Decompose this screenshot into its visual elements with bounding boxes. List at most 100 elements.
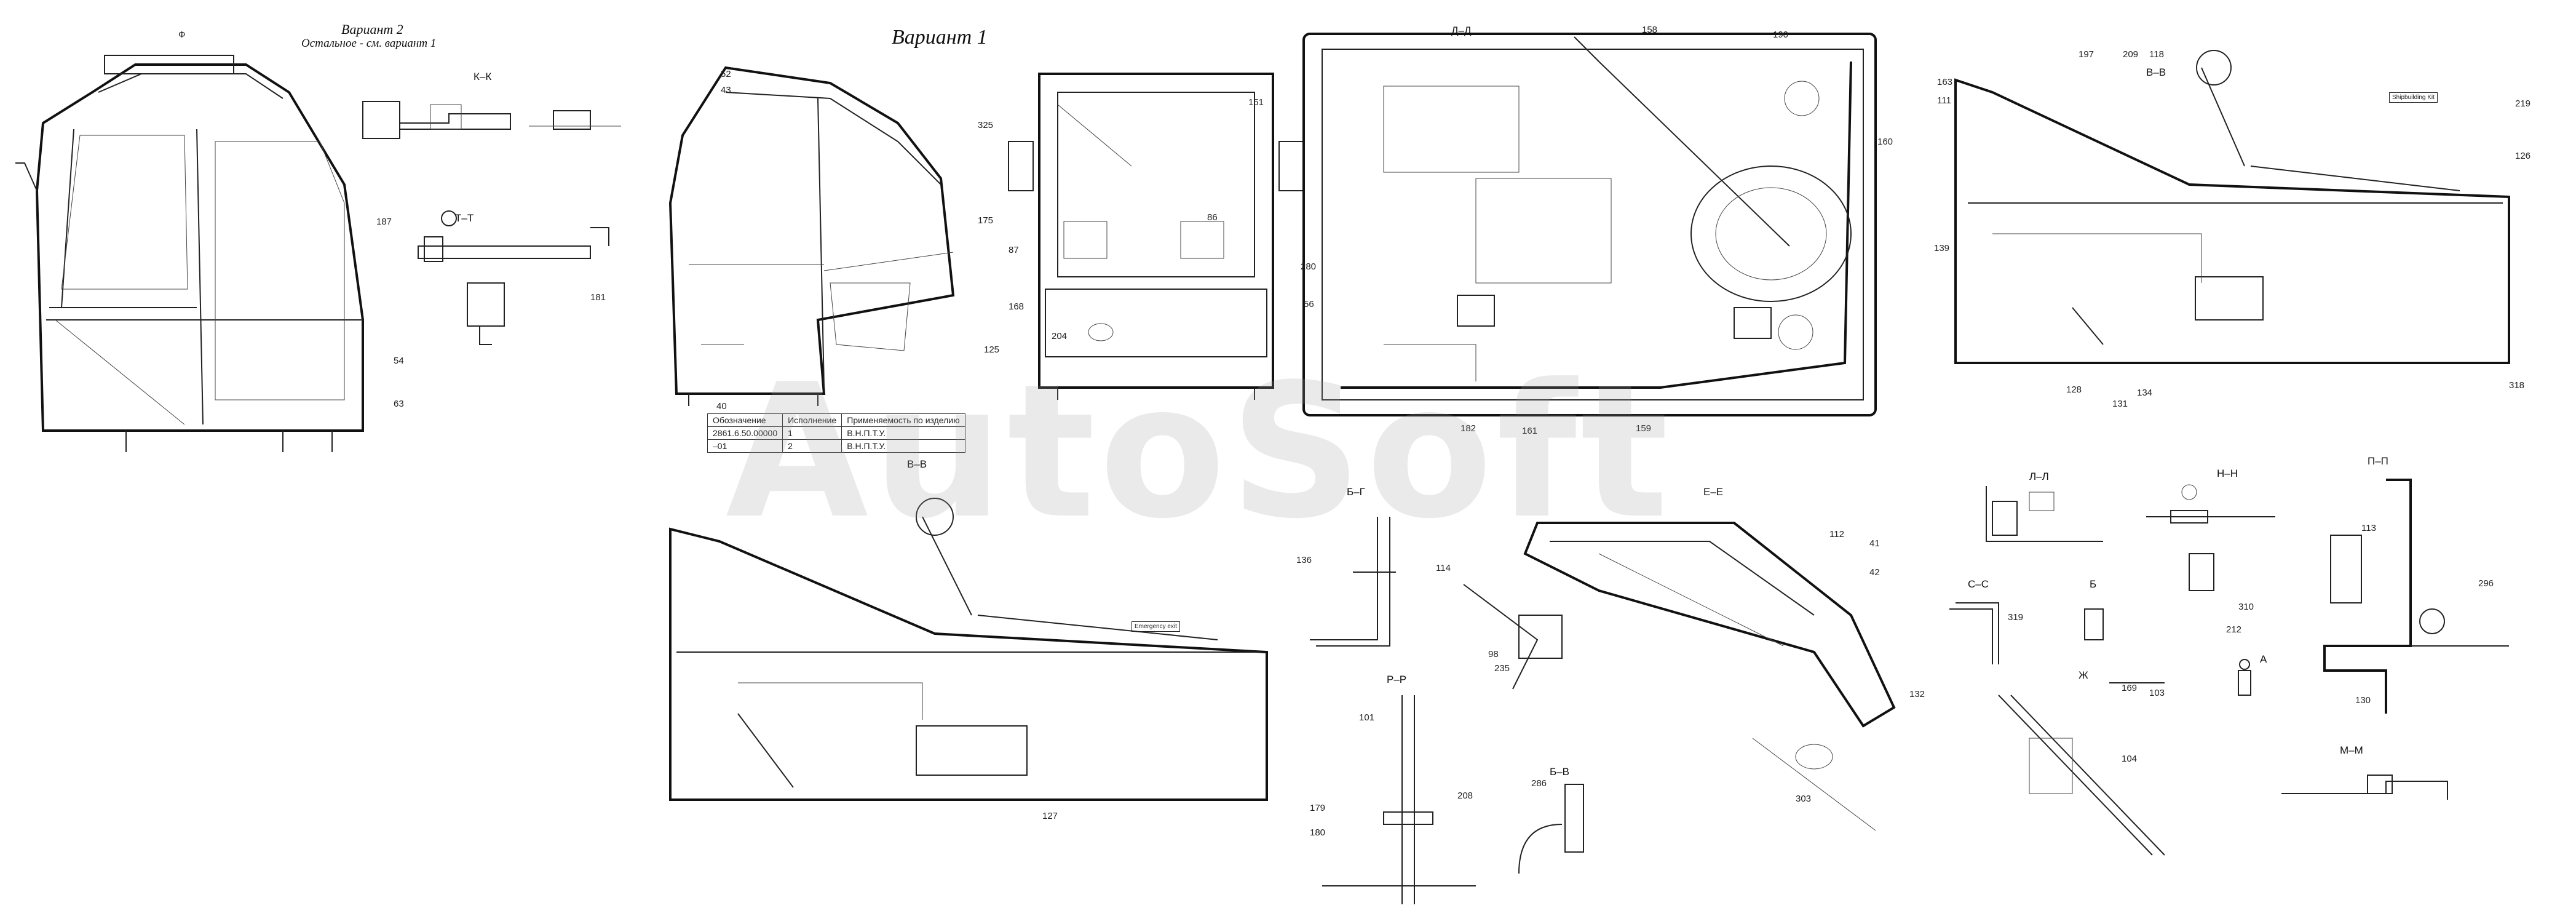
- callout-label: 197: [2079, 49, 2094, 60]
- callout-label: 114: [1436, 563, 1451, 573]
- callout-label: 187: [376, 217, 392, 227]
- section-label-dd: Д–Д: [1451, 25, 1472, 36]
- callout-label: 160: [1877, 137, 1893, 147]
- callout-label: 101: [1359, 712, 1375, 723]
- callout-label: 318: [2509, 380, 2525, 391]
- callout-label: 180: [1310, 827, 1326, 838]
- callout-label: 319: [2008, 612, 2024, 623]
- callout-label: 130: [2355, 695, 2371, 706]
- section-label-ll: Л–Л: [2029, 471, 2049, 482]
- callout-label: 56: [1304, 299, 1314, 309]
- view-b-detail: [2084, 608, 2104, 640]
- callout-label: 161: [1522, 426, 1538, 436]
- callout-label: 209: [2123, 49, 2139, 60]
- view-zh-detail: [1998, 682, 2165, 856]
- callout-label: 125: [984, 344, 1000, 355]
- section-label-ee: Е–Е: [1703, 486, 1724, 498]
- callout-label: 104: [2122, 754, 2138, 764]
- callout-label: 103: [2149, 688, 2165, 698]
- section-gg-detail: [1310, 517, 1396, 647]
- callout-label: 118: [2149, 49, 2164, 60]
- section-rr-detail: [1322, 695, 1476, 904]
- callout-label: 40: [716, 401, 727, 412]
- callout-label: 158: [1642, 25, 1658, 35]
- section-label-ss: С–С: [1968, 578, 1989, 590]
- callout-label: 126: [2515, 151, 2531, 161]
- section-label-bv: Б–В: [1550, 766, 1569, 778]
- section-vv-top-right: [1954, 50, 2510, 364]
- section-tt-detail: [418, 210, 609, 345]
- callout-label: 310: [2238, 602, 2254, 612]
- section-nn-detail: [2146, 484, 2275, 591]
- section-label-vv-top: В–В: [2146, 66, 2166, 78]
- callout-label: 204: [1052, 331, 1068, 341]
- section-ee-detail: [1463, 522, 1896, 831]
- callout-label: 127: [1042, 811, 1058, 821]
- callout-label: 212: [2226, 624, 2242, 635]
- callout-label: 113: [2361, 523, 2376, 533]
- callout-label: 86: [1207, 212, 1218, 223]
- variant2-note: Остальное - см. вариант 1: [301, 37, 437, 50]
- callout-label: 280: [1301, 261, 1317, 272]
- callout-label: 168: [1009, 301, 1024, 312]
- section-label-pp: П–П: [2368, 455, 2388, 467]
- callout-label: 54: [394, 356, 404, 366]
- section-pp-detail: [2323, 479, 2509, 714]
- callout-label: 303: [1796, 794, 1812, 804]
- callout-label: 131: [2112, 399, 2128, 409]
- section-mm-detail: [2281, 775, 2448, 800]
- callout-label: 87: [1009, 245, 1019, 255]
- table-header-cell: Исполнение: [782, 413, 842, 427]
- variant2-title: Вариант 2: [341, 22, 403, 37]
- callout-label: 159: [1636, 423, 1652, 434]
- emergency-plate-label: Emergency exit: [1131, 621, 1180, 632]
- callout-label: 98: [1488, 649, 1499, 659]
- section-kk-detail: [362, 101, 621, 139]
- section-label-a: А: [2260, 653, 2267, 665]
- callout-label: 111: [1937, 95, 1951, 106]
- variant1-title: Вариант 1: [892, 26, 988, 49]
- callout-label: 52: [721, 69, 731, 79]
- section-ll-detail: [1986, 486, 2103, 542]
- applicability-table: Обозначение Исполнение Применяемость по …: [707, 413, 965, 453]
- section-label-nn: Н–Н: [2217, 468, 2238, 479]
- callout-label: Ф: [178, 30, 186, 40]
- callout-label: 132: [1909, 689, 1925, 699]
- section-vv-bottom-left: [669, 498, 1268, 801]
- table-header-cell: Обозначение: [707, 413, 783, 427]
- callout-label: 181: [590, 292, 606, 303]
- callout-label: 325: [978, 120, 994, 130]
- callout-label: 112: [1829, 529, 1844, 540]
- callout-label: 235: [1494, 663, 1510, 674]
- table-row: 2861.6.50.00000 1 В.Н.П.Т.У.: [707, 426, 965, 440]
- table-cell: В.Н.П.Т.У.: [841, 439, 965, 453]
- callout-label: 41: [1869, 538, 1880, 549]
- section-label-gg: Б–Г: [1347, 486, 1365, 498]
- variant2-cab-side-view: [15, 55, 364, 452]
- callout-label: 134: [2137, 388, 2153, 398]
- callout-label: 42: [1869, 567, 1880, 578]
- table-header-row: Обозначение Исполнение Применяемость по …: [707, 413, 965, 427]
- callout-label: 43: [721, 85, 731, 95]
- view-a-detail: [2238, 659, 2251, 696]
- callout-label: 151: [1248, 97, 1264, 108]
- callout-label: 219: [2515, 98, 2531, 109]
- callout-label: 179: [1310, 803, 1326, 813]
- variant1-cab-side-view: [668, 66, 955, 406]
- callout-label: 286: [1531, 778, 1547, 789]
- section-label-vv-bottom: В–В: [907, 458, 927, 470]
- callout-label: 175: [978, 215, 994, 226]
- callout-label: 169: [2122, 683, 2138, 693]
- callout-label: 139: [1934, 243, 1950, 253]
- section-label-rr: Р–Р: [1387, 674, 1407, 685]
- section-label-b: Б: [2090, 578, 2097, 590]
- callout-label: 63: [394, 399, 404, 409]
- section-label-kk: К–К: [474, 71, 492, 82]
- table-cell: –01: [707, 439, 783, 453]
- section-label-zh: Ж: [2079, 669, 2088, 681]
- section-dd-plan-view: [1302, 33, 1877, 416]
- callout-label: 163: [1937, 77, 1953, 87]
- callout-label: 136: [1296, 555, 1312, 565]
- table-row: –01 2 В.Н.П.Т.У.: [707, 439, 965, 453]
